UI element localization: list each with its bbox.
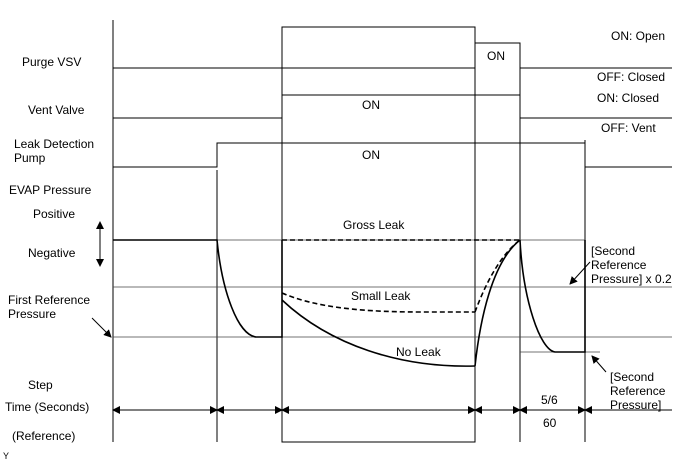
second-ref-x02-label-1: [Second: [591, 244, 635, 258]
second-ref-label-3: Pressure]: [610, 398, 661, 412]
negative-label: Negative: [28, 246, 76, 260]
corner-mark: Y: [3, 451, 9, 461]
pressure-trace-recovery: [474, 239, 521, 367]
vent-on-label: ON: [362, 98, 380, 112]
first-ref-label-1: First Reference: [8, 293, 90, 307]
pressure-trace-final: [519, 239, 586, 353]
purge-vsv-label: Purge VSV: [22, 55, 81, 69]
vent-valve-label: Vent Valve: [28, 103, 85, 117]
positive-label: Positive: [33, 207, 75, 221]
second-ref-label-2: Reference: [610, 384, 666, 398]
leak-pump-signal: [113, 142, 672, 168]
second-ref-x02-pointer-arrow: [569, 261, 591, 285]
time-value: 60: [543, 416, 557, 430]
on-open-label: ON: Open: [611, 29, 665, 43]
first-ref-pointer-arrow: [91, 317, 112, 338]
vent-valve-signal: [113, 94, 672, 119]
gross-leak-label: Gross Leak: [343, 218, 405, 232]
reference-label: (Reference): [12, 429, 75, 443]
second-ref-label-1: [Second: [610, 370, 654, 384]
leak-pump-label-1: Leak Detection: [14, 137, 94, 151]
small-leak-recovery: [474, 239, 521, 313]
step-frame: [281, 26, 476, 443]
purge-on-label: ON: [487, 49, 505, 63]
step-value: 5/6: [541, 393, 558, 407]
pump-on-label: ON: [362, 148, 380, 162]
second-ref-x02-label-2: Reference: [591, 258, 647, 272]
step-label: Step: [28, 378, 53, 392]
second-ref-pointer-arrow: [591, 355, 607, 373]
first-ref-label-2: Pressure: [8, 307, 56, 321]
purge-vsv-signal: [113, 42, 672, 69]
off-closed-label: OFF: Closed: [597, 70, 665, 84]
small-leak-label: Small Leak: [351, 289, 411, 303]
leak-pump-label-2: Pump: [14, 151, 46, 165]
pressure-trace-initial: [113, 239, 283, 338]
no-leak-label: No Leak: [396, 345, 442, 359]
on-closed-label: ON: Closed: [597, 91, 659, 105]
small-leak-curve: [281, 292, 475, 313]
off-vent-label: OFF: Vent: [601, 121, 656, 135]
no-leak-curve: [281, 299, 476, 367]
evap-pressure-label: EVAP Pressure: [9, 183, 92, 197]
second-ref-x02-label-3: Pressure] x 0.2: [591, 272, 672, 286]
time-seconds-label: Time (Seconds): [5, 400, 89, 414]
